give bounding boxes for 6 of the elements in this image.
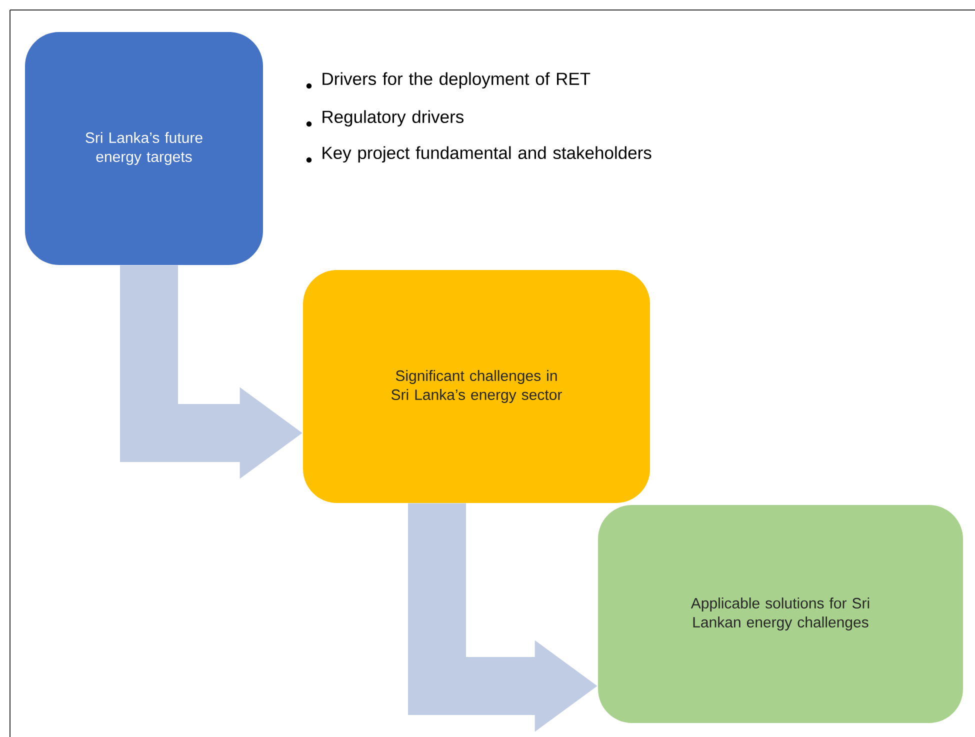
bullet-item: Key project fundamental and stakeholders — [322, 146, 652, 163]
bullet-item: Regulatory drivers — [322, 110, 464, 127]
process-box: Applicable solutions for Sri Lankan energy challenges — [598, 505, 963, 723]
process-box: Significant challenges in Sri Lanka’s energy sector — [303, 270, 650, 503]
bullet-item: Drivers for the deployment of RET — [322, 72, 590, 89]
process-box: Sri Lanka’s future energy targets — [25, 32, 263, 265]
